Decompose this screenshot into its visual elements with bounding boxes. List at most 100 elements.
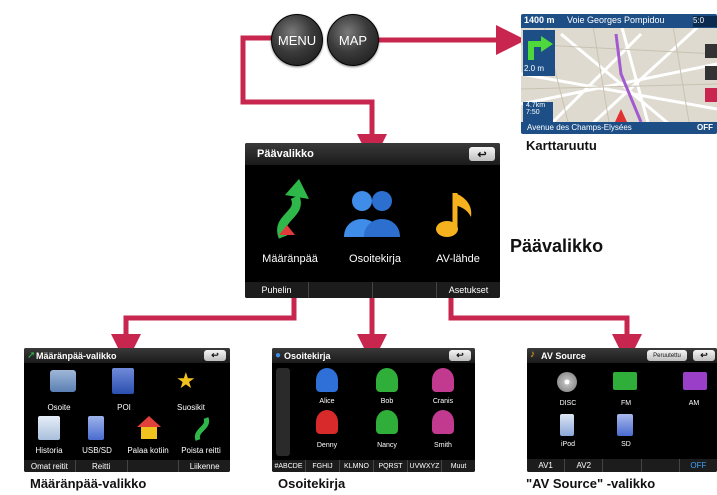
alphabet-tab[interactable]: FGHIJ [306,460,340,472]
destination-small-icon: ➚ [27,350,36,361]
distance-left: 2.0 m [524,64,545,73]
alphabet-tab[interactable]: #ABCDE [272,460,306,472]
destination-item[interactable]: POI [117,403,131,412]
bottom-bar-slot[interactable] [642,459,680,472]
turn-panel[interactable] [523,30,555,76]
header-button[interactable]: Peruutettu [647,350,687,361]
map-button[interactable]: MAP [327,14,379,66]
bottom-bar-slot[interactable] [373,282,437,298]
street-top: Voie Georges Pompidou [567,15,665,25]
address-book-caption: Osoitekirja [278,476,346,491]
contact-avatar-icon [376,368,398,392]
main-menu-item-av[interactable]: AV-lähde [436,253,480,265]
arrow-main-to-destination [111,280,297,364]
back-button[interactable]: ↩ [693,350,715,361]
alphabet-bar: #ABCDE FGHIJ KLMNO PQRST UVWXYZ Muut [272,460,475,472]
phone-button[interactable]: Puhelin [245,282,309,298]
main-menu-bottom-bar: Puhelin Asetukset [245,282,500,298]
main-menu-item-addressbook[interactable]: Osoitekirja [349,253,401,265]
route-button[interactable]: Reitti [76,460,128,472]
av-item-fm[interactable]: FM [620,400,632,407]
usb-sd-icon [88,416,104,440]
scrollbar[interactable] [276,368,290,456]
av-bottom-bar: AV1 AV2 OFF [527,459,717,472]
page-title: Päävalikko [257,148,314,160]
av-source-caption: "AV Source" -valikko [526,476,656,491]
music-small-icon: ♪ [530,349,535,360]
history-icon [38,416,60,440]
alphabet-tab[interactable]: PQRST [374,460,408,472]
destination-item[interactable]: Poista reitti [181,446,221,455]
back-button[interactable]: ↩ [204,350,226,361]
contact-avatar-icon [316,410,338,434]
map-side-button[interactable] [705,88,717,102]
back-button[interactable]: ↩ [469,147,495,161]
my-routes-button[interactable]: Omat reitit [24,460,76,472]
off-label[interactable]: OFF [697,123,713,132]
alphabet-tab[interactable]: UVWXYZ [408,460,442,472]
music-note-icon [436,193,472,237]
main-menu-item-destination[interactable]: Määränpää [262,253,318,265]
av-item-disc[interactable]: DISC [559,400,577,407]
contact-avatar-icon [316,368,338,392]
arrow-main-to-avsource [448,280,642,364]
map-bottom-bar [521,122,717,134]
av-item-ipod[interactable]: iPod [560,441,575,448]
distance-top: 1400 m [524,15,555,25]
map-top-bar [521,14,717,28]
sd-card-icon [617,414,633,436]
destination-bottom-bar: Omat reitit Reitti Liikenne [24,460,230,472]
turn-arrow-icon [528,36,553,60]
delete-route-icon [194,417,210,441]
map-side-button[interactable] [705,66,717,80]
time-left: 7:50 [526,109,540,116]
back-icon: ↩ [211,350,219,360]
destination-item[interactable]: USB/SD [82,446,112,455]
av1-button[interactable]: AV1 [527,459,566,472]
favorites-icon: ★ [176,368,196,393]
back-button[interactable]: ↩ [449,350,471,361]
map-side-button[interactable] [705,44,717,58]
traffic-button[interactable]: Liikenne [189,461,220,471]
map-screen[interactable]: 1400 m Voie Georges Pompidou 5:0 2.0 m 4… [521,14,717,134]
back-icon: ↩ [477,148,487,161]
menu-button[interactable]: MENU [271,14,323,66]
arrow-menu-to-main [240,35,387,164]
destination-item[interactable]: Palaa kotiin [127,446,169,455]
destination-item[interactable]: Historia [35,446,63,455]
av2-button[interactable]: AV2 [565,459,604,472]
back-icon: ↩ [456,350,464,360]
map-screen-caption: Karttaruutu [526,138,597,153]
distance-km: 4.7km [526,102,546,109]
off-button[interactable]: OFF [690,461,707,470]
av-item-am[interactable]: AM [688,400,700,407]
contact-item[interactable]: Denny [316,442,338,449]
bottom-bar-slot[interactable] [128,460,180,472]
bottom-bar-slot[interactable] [309,282,373,298]
ipod-icon [560,414,574,436]
street-bottom: Avenue des Champs-Elysées [527,123,632,132]
contact-item[interactable]: Cranis [432,398,454,405]
disc-icon [557,372,577,392]
alphabet-tab[interactable]: KLMNO [340,460,374,472]
radio-am-icon [683,372,707,390]
contact-avatar-icon [432,410,454,434]
contact-item[interactable]: Bob [380,398,394,405]
poi-icon [112,368,134,394]
av-source-screen: AV Source ♪ Peruutettu ↩ DISC FM AM iPod… [527,348,717,472]
contact-item[interactable]: Alice [319,398,335,405]
alphabet-tab[interactable]: Muut [450,462,467,470]
destination-item[interactable]: Osoite [47,403,71,412]
destination-menu-screen: Määränpää-valikko ➚ ↩ ★ Osoite POI Suosi… [24,348,230,472]
settings-button[interactable]: Asetukset [448,285,489,295]
destination-menu-caption: Määränpää-valikko [30,476,147,491]
contact-item[interactable]: Nancy [377,442,397,449]
destination-item[interactable]: Suosikit [176,403,205,412]
clock: 5:0 [693,16,717,27]
av-item-sd[interactable]: SD [621,441,631,448]
bottom-bar-slot[interactable] [603,459,642,472]
contact-item[interactable]: Smith [434,442,452,449]
page-title: AV Source [541,350,586,361]
radio-icon [613,372,637,390]
